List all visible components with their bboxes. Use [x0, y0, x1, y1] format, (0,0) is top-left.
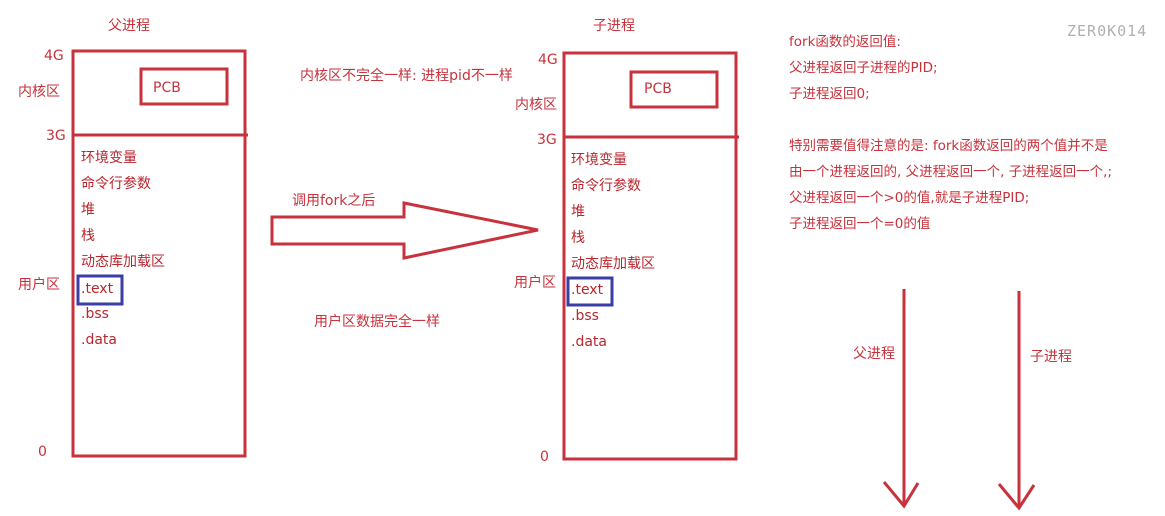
note-line: 父进程返回子进程的PID; [789, 60, 938, 76]
note-line: fork函数的返回值: [789, 34, 901, 50]
child-timeline-arrow-icon [997, 291, 1036, 511]
child-addr-4g: 4G [538, 52, 558, 68]
child-segment-heap: 堆 [571, 204, 585, 220]
child-kernel-label: 内核区 [515, 97, 557, 113]
parent-segment-text: .text [81, 281, 114, 297]
child-user-label: 用户区 [514, 275, 556, 291]
parent-segment-bss: .bss [81, 306, 109, 322]
parent-addr-3g: 3G [46, 128, 66, 144]
parent-segment-heap: 堆 [81, 202, 95, 218]
parent-segment-data: .data [81, 332, 117, 348]
timeline-parent-label: 父进程 [853, 346, 895, 362]
note-line [789, 107, 1112, 133]
child-segment-dynlib: 动态库加载区 [571, 256, 655, 272]
child-segment-args: 命令行参数 [571, 178, 641, 194]
child-segment-stack: 栈 [571, 230, 585, 246]
parent-timeline-arrow-icon [882, 289, 920, 509]
parent-title: 父进程 [108, 18, 150, 34]
fork-arrow-label: 调用fork之后 [292, 193, 376, 209]
child-addr-0: 0 [540, 449, 549, 465]
child-addr-3g: 3G [537, 132, 557, 148]
parent-pcb-label: PCB [153, 80, 181, 96]
note-line: 由一个进程返回的, 父进程返回一个, 子进程返回一个,; [789, 164, 1113, 180]
watermark: ZER0K014 [1067, 22, 1148, 40]
parent-segment-dynlib: 动态库加载区 [81, 254, 165, 270]
fork-return-notes: fork函数的返回值: 父进程返回子进程的PID; 子进程返回0; 特别需要值得… [789, 29, 1112, 237]
note-line: 子进程返回一个=0的值 [789, 216, 931, 232]
parent-segment-args: 命令行参数 [81, 176, 151, 192]
parent-kernel-label: 内核区 [18, 84, 60, 100]
user-same-note: 用户区数据完全一样 [314, 314, 440, 330]
timeline-child-label: 子进程 [1030, 349, 1072, 365]
note-line: 特别需要值得注意的是: fork函数返回的两个值并不是 [789, 138, 1108, 154]
kernel-difference-note: 内核区不完全一样: 进程pid不一样 [300, 68, 513, 84]
child-segment-bss: .bss [571, 308, 599, 324]
parent-addr-4g: 4G [44, 48, 64, 64]
note-line: 子进程返回0; [789, 86, 870, 102]
parent-user-label: 用户区 [18, 277, 60, 293]
child-title: 子进程 [593, 18, 635, 34]
child-segment-env: 环境变量 [571, 152, 627, 168]
child-segment-data: .data [571, 334, 607, 350]
parent-segment-stack: 栈 [81, 228, 95, 244]
parent-text-highlight [76, 274, 124, 306]
parent-addr-0: 0 [38, 444, 47, 460]
parent-pcb-box [139, 67, 229, 106]
parent-segment-env: 环境变量 [81, 150, 137, 166]
note-line: 父进程返回一个>0的值,就是子进程PID; [789, 190, 1030, 206]
child-segment-text: .text [571, 282, 604, 298]
fork-arrow-icon [270, 201, 539, 260]
child-pcb-box [629, 70, 719, 109]
child-text-highlight [566, 276, 614, 307]
child-address-space-box [562, 51, 738, 461]
parent-address-space-box [71, 49, 247, 458]
child-pcb-label: PCB [644, 81, 672, 97]
